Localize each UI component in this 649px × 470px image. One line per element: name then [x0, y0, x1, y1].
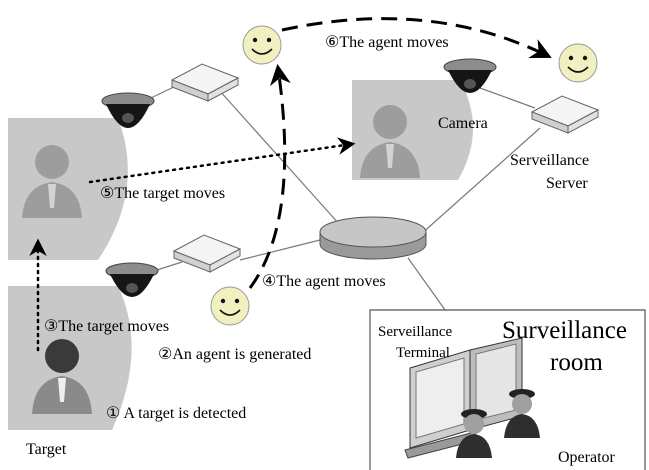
operator-label: Operator: [558, 449, 615, 466]
step-5-label: ⑤The target moves: [100, 185, 226, 202]
monitor-icon: [404, 337, 523, 459]
smiley-face-icon: [242, 25, 282, 65]
target-label: Target: [26, 441, 67, 458]
operator-icon: [456, 409, 492, 458]
dome-camera-icon: [101, 92, 155, 128]
room-title-line2: room: [550, 349, 603, 376]
smiley-face-icon: [210, 286, 250, 326]
camera-label: Camera: [438, 115, 488, 132]
network-device-icon: [530, 95, 600, 134]
person-icon-faded: [22, 145, 82, 218]
operator-icon: [504, 389, 540, 438]
terminal-label-line2: Terminal: [396, 345, 450, 361]
server-label-line1: Serveillance: [510, 152, 590, 169]
room-title-line1: Surveillance: [502, 317, 627, 344]
network-device-icon: [170, 63, 240, 102]
step-1-label: ① A target is detected: [106, 405, 247, 422]
terminal-label-line1: Serveillance: [378, 324, 453, 340]
network-device-icon: [172, 234, 242, 273]
person-icon-faded: [360, 105, 420, 178]
step-2-label: ②An agent is generated: [158, 346, 312, 363]
dome-camera-icon: [105, 262, 159, 297]
step-6-label: ⑥The agent moves: [325, 34, 449, 51]
agent-move-arrow-up: [248, 63, 291, 289]
target-move-arrow-right: [88, 137, 356, 184]
smiley-face-icon: [558, 43, 598, 83]
server-disk-icon: [319, 216, 427, 260]
step-4-label: ④The agent moves: [262, 273, 386, 290]
person-icon: [32, 339, 92, 414]
server-label-line2: Server: [546, 175, 588, 192]
dome-camera-icon: [443, 58, 497, 93]
step-3-label: ③The target moves: [44, 318, 170, 335]
agent-move-arrow-right: [281, 17, 552, 59]
